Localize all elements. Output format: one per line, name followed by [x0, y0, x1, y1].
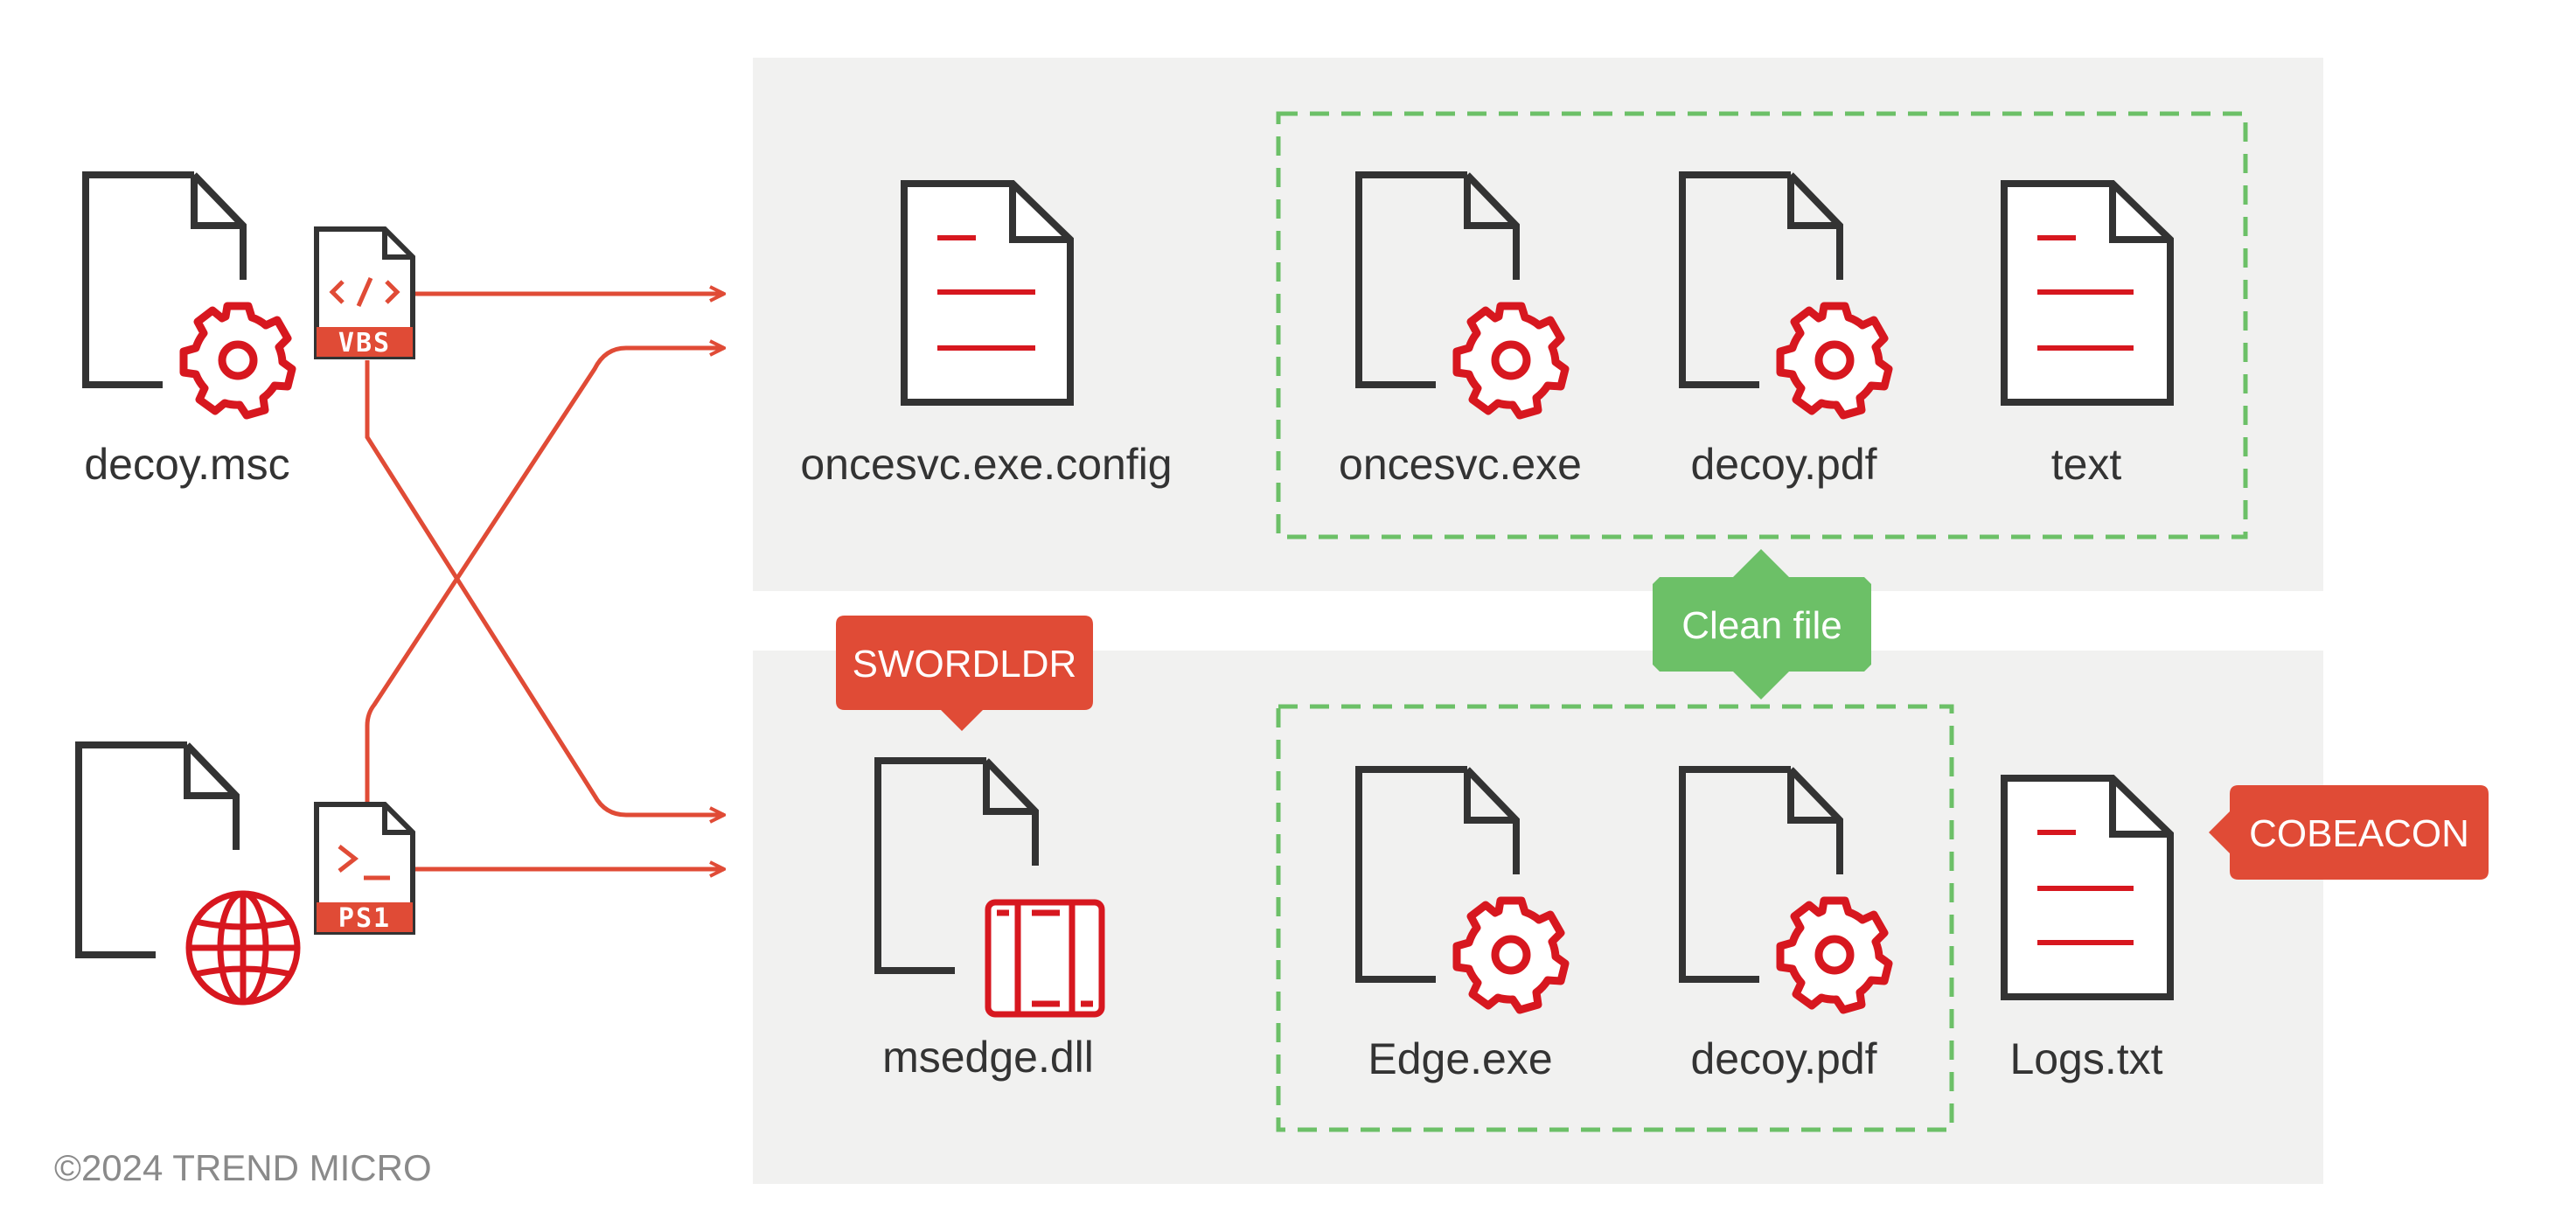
arrows [365, 294, 724, 869]
code-icon [329, 276, 400, 308]
bottom-decoy-pdf-file: decoy.pdf [1682, 769, 1889, 1083]
msedge-dll-file: msedge.dll [878, 761, 1105, 1082]
oncesvc-exe-file: oncesvc.exe [1339, 175, 1582, 489]
text-lines-icon [937, 235, 1035, 351]
logs-txt-label: Logs.txt [2009, 1034, 2162, 1083]
library-icon [985, 899, 1105, 1018]
config-file: oncesvc.exe.config [800, 184, 1173, 489]
gear-icon [184, 306, 292, 415]
text-lines-icon [2037, 235, 2134, 351]
top-decoy-pdf-file: decoy.pdf [1682, 175, 1889, 489]
cobeacon-label: COBEACON [2249, 812, 2469, 855]
decoy-msc-file: decoy.msc [84, 175, 292, 489]
clean-file-label: Clean file [1681, 604, 1841, 647]
swordldr-label: SWORDLDR [853, 643, 1077, 686]
text-lines-icon [2037, 830, 2134, 945]
clean-file-tag: Clean file [1653, 549, 1871, 700]
globe-icon [185, 890, 301, 1006]
ps1-badge: PS1 [338, 903, 391, 934]
config-file-label: oncesvc.exe.config [800, 440, 1172, 489]
bottom-dashed-group [1276, 704, 1954, 1132]
swordldr-tag: SWORDLDR [836, 616, 1093, 731]
cobeacon-tag: COBEACON [2209, 785, 2489, 880]
terminal-icon [338, 845, 390, 880]
edge-exe-file: Edge.exe [1359, 769, 1565, 1083]
edge-exe-label: Edge.exe [1368, 1034, 1552, 1083]
bottom-decoy-pdf-label: decoy.pdf [1690, 1034, 1876, 1083]
vbs-script-file: VBS [314, 226, 415, 359]
logs-txt-file: Logs.txt [2004, 778, 2170, 1083]
web-file [79, 745, 301, 1006]
text-file-label: text [2051, 440, 2122, 489]
msedge-dll-label: msedge.dll [882, 1033, 1094, 1082]
oncesvc-exe-label: oncesvc.exe [1339, 440, 1582, 489]
ps1-script-file: PS1 [314, 802, 415, 935]
decoy-msc-label: decoy.msc [84, 440, 289, 489]
top-dashed-group [1276, 111, 2248, 539]
copyright: ©2024 TREND MICRO [54, 1147, 432, 1188]
arrow-vbs-to-dll [365, 360, 724, 815]
text-file: text [2004, 184, 2170, 489]
vbs-badge: VBS [338, 328, 391, 358]
top-decoy-pdf-label: decoy.pdf [1690, 440, 1876, 489]
arrow-ps1-to-config [365, 348, 724, 804]
